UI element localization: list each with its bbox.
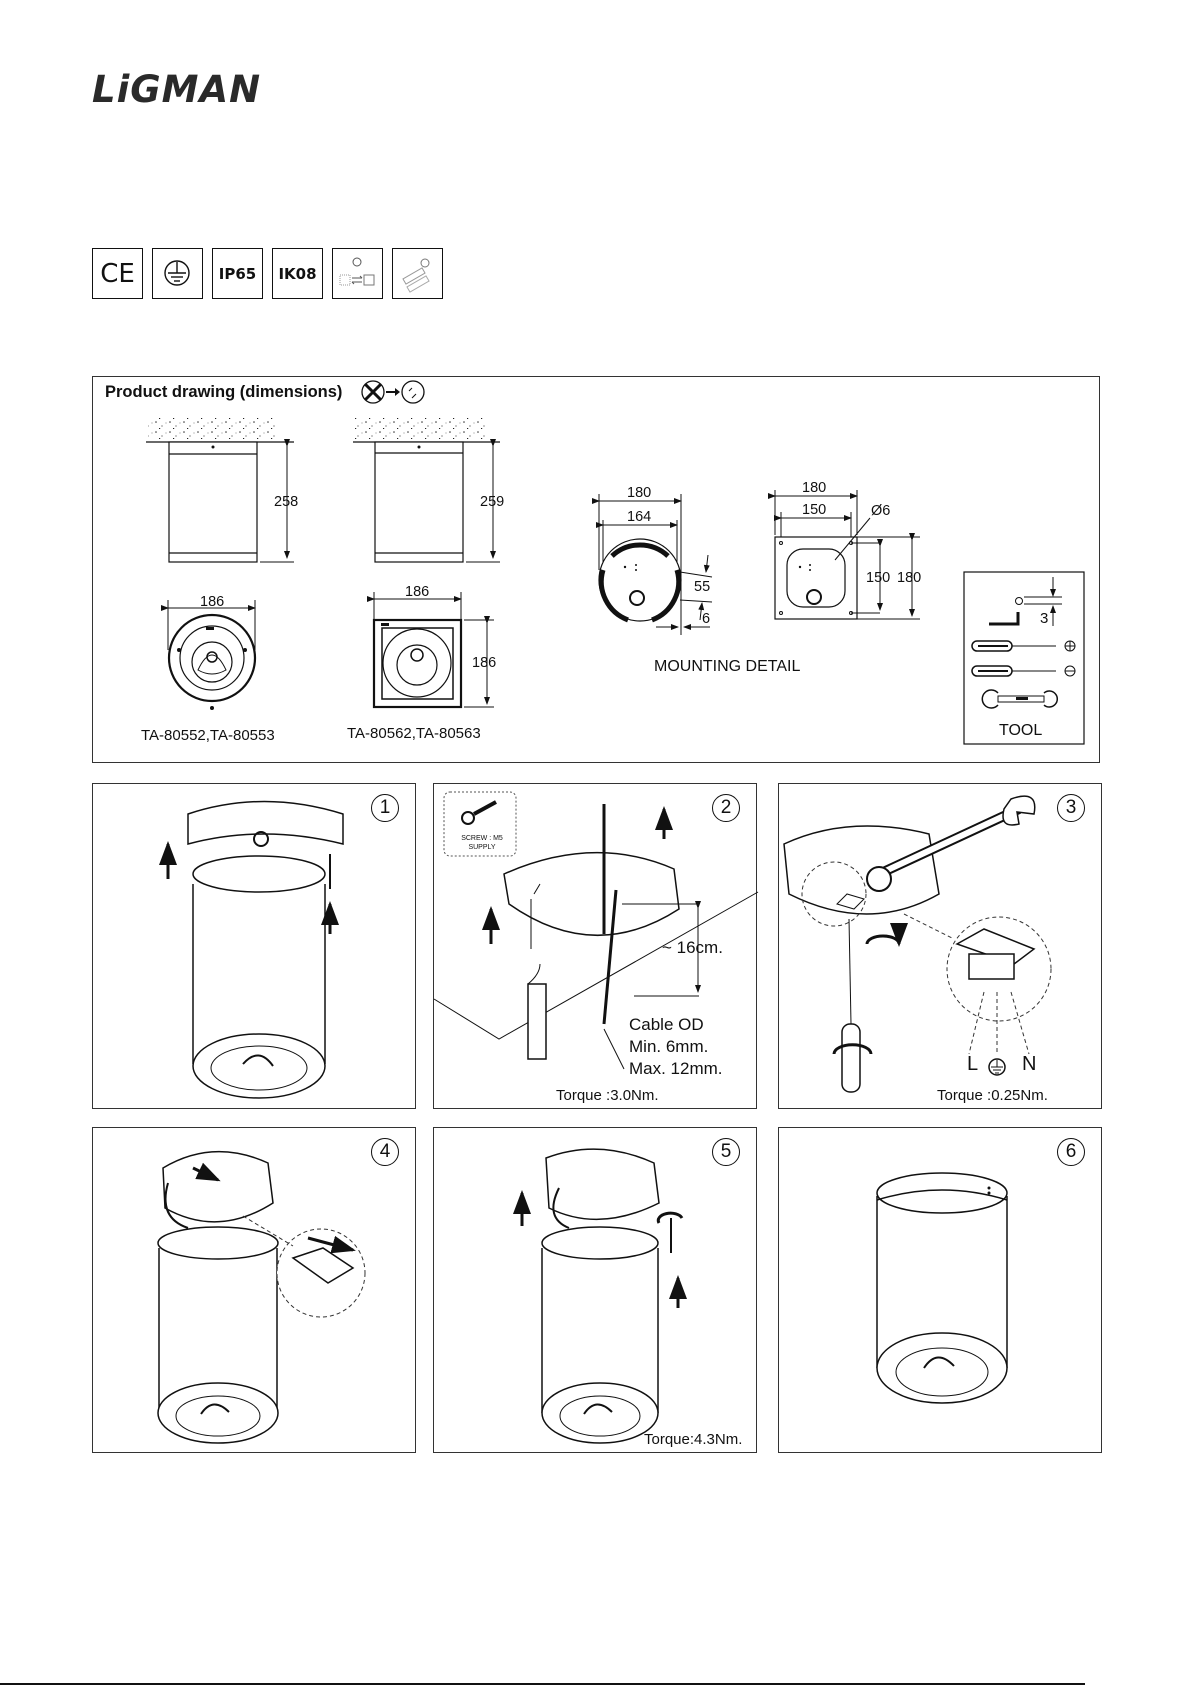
square-width-label: 186 bbox=[405, 584, 430, 600]
ik08-badge: IK08 bbox=[272, 248, 323, 299]
bottom-rule bbox=[0, 1683, 1085, 1685]
round-height-label: 258 bbox=[274, 494, 299, 510]
step-2-illustration bbox=[433, 791, 759, 1070]
mount-square-inner-h: 150 bbox=[866, 570, 891, 586]
step-number: 1 bbox=[371, 794, 399, 822]
step-number: 2 bbox=[712, 794, 740, 822]
step-6-illustration bbox=[876, 1172, 1008, 1404]
ce-mark-icon: CE bbox=[92, 248, 143, 299]
step-3-panel: 3 L N Torque :0.25Nm. bbox=[778, 783, 1102, 1109]
square-bottom-view bbox=[367, 592, 494, 709]
cable-od-spec: Cable OD Min. 6mm. Max. 12mm. bbox=[629, 1015, 723, 1078]
ip65-badge: IP65 bbox=[212, 248, 263, 299]
hex-key-icon bbox=[989, 577, 1062, 626]
tool-label: TOOL bbox=[999, 722, 1043, 739]
step-6-panel: 6 bbox=[778, 1127, 1102, 1453]
round-bottom-view bbox=[161, 600, 257, 710]
screw-icon bbox=[461, 800, 497, 825]
square-side-view bbox=[353, 418, 500, 563]
mounting-square-plate bbox=[768, 490, 920, 620]
step-4-illustration bbox=[157, 1150, 366, 1444]
wrench-icon bbox=[981, 689, 1059, 709]
logo-text: LiGMAN bbox=[92, 68, 261, 111]
step-1-panel: 1 bbox=[92, 783, 416, 1109]
step-number: 6 bbox=[1057, 1138, 1085, 1166]
torque-label: Torque:4.3Nm. bbox=[644, 1431, 743, 1448]
flat-screwdriver-icon bbox=[971, 665, 1076, 677]
ground-symbol-icon bbox=[988, 1058, 1006, 1076]
round-side-view bbox=[146, 418, 294, 563]
hex-key-size-label: 3 bbox=[1040, 610, 1049, 627]
live-terminal-label: L bbox=[967, 1053, 979, 1075]
product-drawing-panel bbox=[92, 376, 1100, 763]
phillips-screwdriver-icon bbox=[971, 640, 1076, 652]
mounting-round-plate bbox=[592, 494, 713, 635]
mount-square-outer-h: 180 bbox=[897, 570, 922, 586]
torque-label: Torque :0.25Nm. bbox=[937, 1087, 1048, 1104]
torque-label: Torque :3.0Nm. bbox=[556, 1087, 659, 1104]
no-light-transmit-icon bbox=[361, 380, 385, 404]
mount-round-inner: 164 bbox=[627, 509, 652, 525]
mount-square-outer-w: 180 bbox=[802, 480, 827, 496]
mount-square-inner-w: 150 bbox=[802, 502, 827, 518]
square-height-label: 259 bbox=[480, 494, 505, 510]
title-icons bbox=[360, 378, 430, 406]
mount-round-slot-width: 6 bbox=[702, 611, 711, 627]
led-replaceable-by-professional-icon bbox=[332, 248, 383, 299]
mount-round-slot: 55 bbox=[694, 579, 711, 595]
round-model-numbers: TA-80552,TA-80553 bbox=[141, 727, 275, 744]
mount-round-outer: 180 bbox=[627, 485, 652, 501]
mounting-detail-label: MOUNTING DETAIL bbox=[654, 658, 801, 675]
step-number: 5 bbox=[712, 1138, 740, 1166]
square-model-numbers: TA-80562,TA-80563 bbox=[347, 725, 481, 742]
product-drawing-title: Product drawing (dimensions) bbox=[105, 383, 343, 401]
square-depth-label: 186 bbox=[472, 655, 497, 671]
glass-icon bbox=[401, 380, 425, 404]
arrow-right-icon bbox=[386, 388, 400, 396]
step-1-illustration bbox=[159, 800, 344, 1099]
ligman-logo: LiGMAN bbox=[92, 68, 307, 111]
mount-square-hole: Ø6 bbox=[871, 503, 891, 519]
earth-ground-icon bbox=[152, 248, 203, 299]
step-4-panel: 4 bbox=[92, 1127, 416, 1453]
wrench-illustration bbox=[876, 795, 1036, 879]
cable-length-label: ~ 16cm. bbox=[662, 938, 723, 957]
round-diameter-label: 186 bbox=[200, 594, 225, 610]
step-number: 3 bbox=[1057, 794, 1085, 822]
step-5-panel: 5 Torque:4.3Nm. bbox=[433, 1127, 757, 1453]
step-number: 4 bbox=[371, 1138, 399, 1166]
driver-replaceable-by-professional-icon bbox=[392, 248, 443, 299]
tool-box bbox=[963, 571, 1085, 745]
step-5-illustration bbox=[513, 1148, 687, 1444]
step-3-illustration bbox=[783, 795, 1052, 1093]
neutral-terminal-label: N bbox=[1022, 1053, 1037, 1075]
